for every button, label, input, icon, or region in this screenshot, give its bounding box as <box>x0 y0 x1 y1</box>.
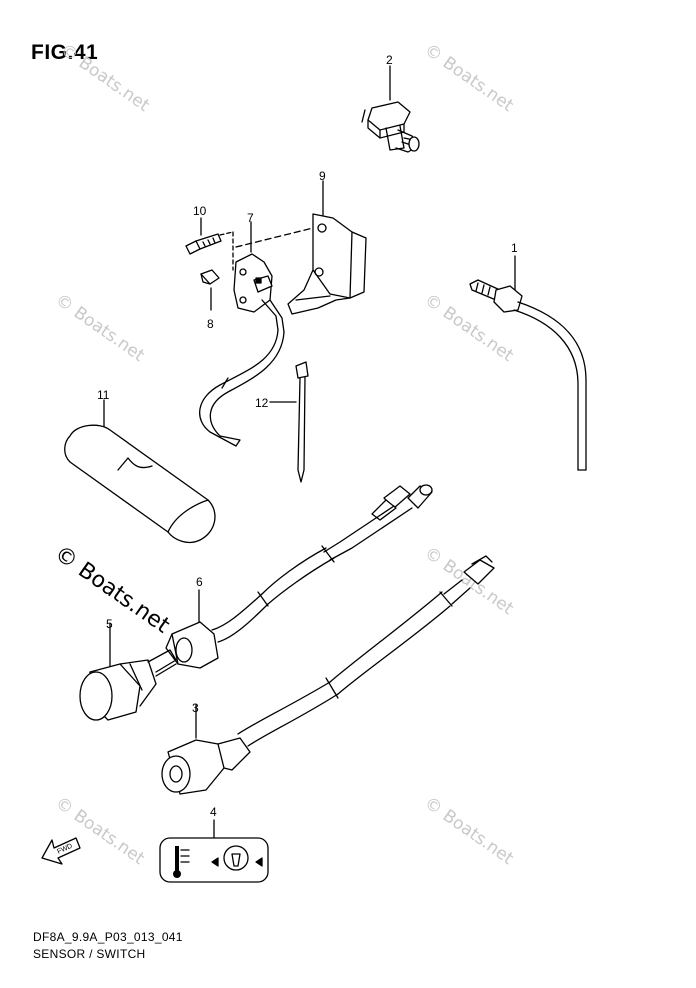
harness-upper <box>211 484 433 643</box>
callout-3: 3 <box>192 701 199 715</box>
part-4-label <box>159 819 269 883</box>
fwd-arrow: FWD <box>41 837 81 865</box>
part-8-collar <box>200 269 220 311</box>
callout-4: 4 <box>210 805 217 819</box>
callout-10: 10 <box>193 204 207 218</box>
callout-6: 6 <box>196 575 203 589</box>
footer-title: SENSOR / SWITCH <box>33 947 146 961</box>
part-7-switch <box>199 221 285 447</box>
harness-lower <box>237 555 495 747</box>
part-2-pressure-switch <box>361 65 420 153</box>
part-1-temp-sensor <box>469 255 587 471</box>
part-6-grommet <box>165 589 219 669</box>
callout-12: 12 <box>255 396 269 410</box>
footer-code: DF8A_9.9A_P03_013_041 <box>33 930 183 944</box>
part-12-cable-tie <box>269 361 309 483</box>
callout-7: 7 <box>247 211 254 225</box>
part-3-lamp <box>161 704 251 795</box>
part-5-switch <box>79 623 177 721</box>
part-10-bolt <box>185 217 234 271</box>
part-9-bracket <box>235 180 367 315</box>
callout-5: 5 <box>106 617 113 631</box>
callout-11: 11 <box>97 388 110 402</box>
callout-9: 9 <box>319 169 326 183</box>
callout-labels: 1 2 3 4 5 6 7 8 9 10 11 12 <box>97 53 518 819</box>
figure-title: FIG.41 <box>31 41 99 64</box>
part-11-sleeve <box>64 399 216 544</box>
callout-2: 2 <box>386 53 393 67</box>
callout-8: 8 <box>207 317 214 331</box>
callout-1: 1 <box>511 241 518 255</box>
